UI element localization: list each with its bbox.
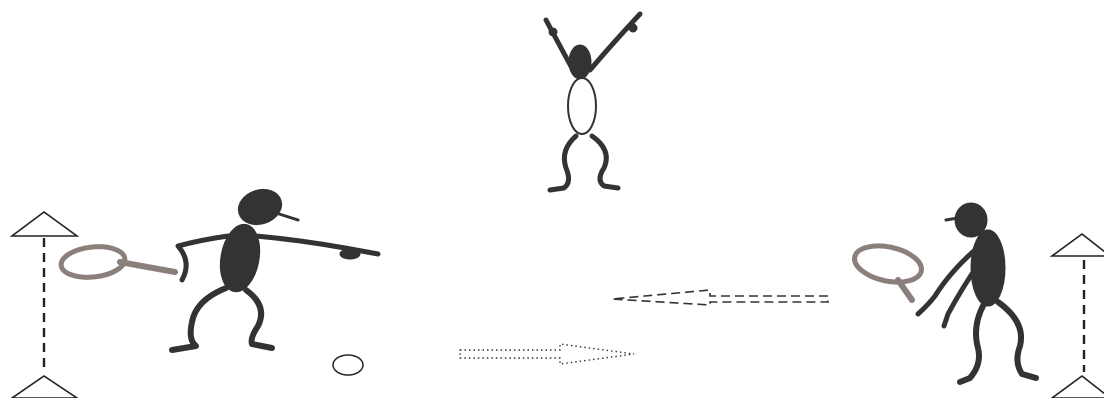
dotted-arrow (460, 344, 634, 364)
left-racket (60, 244, 175, 281)
right-cone-top (1052, 234, 1104, 256)
left-player (60, 184, 378, 350)
ball (333, 355, 363, 375)
left-cone-group (12, 212, 77, 398)
left-cone-top (12, 212, 77, 236)
right-cone-group (1052, 234, 1104, 398)
center-coach (546, 14, 640, 190)
right-player (851, 203, 1036, 382)
dashed-arrow (612, 290, 828, 305)
right-cone-bottom (1052, 376, 1104, 398)
left-cone-bottom (12, 376, 77, 398)
right-racket (851, 240, 925, 300)
